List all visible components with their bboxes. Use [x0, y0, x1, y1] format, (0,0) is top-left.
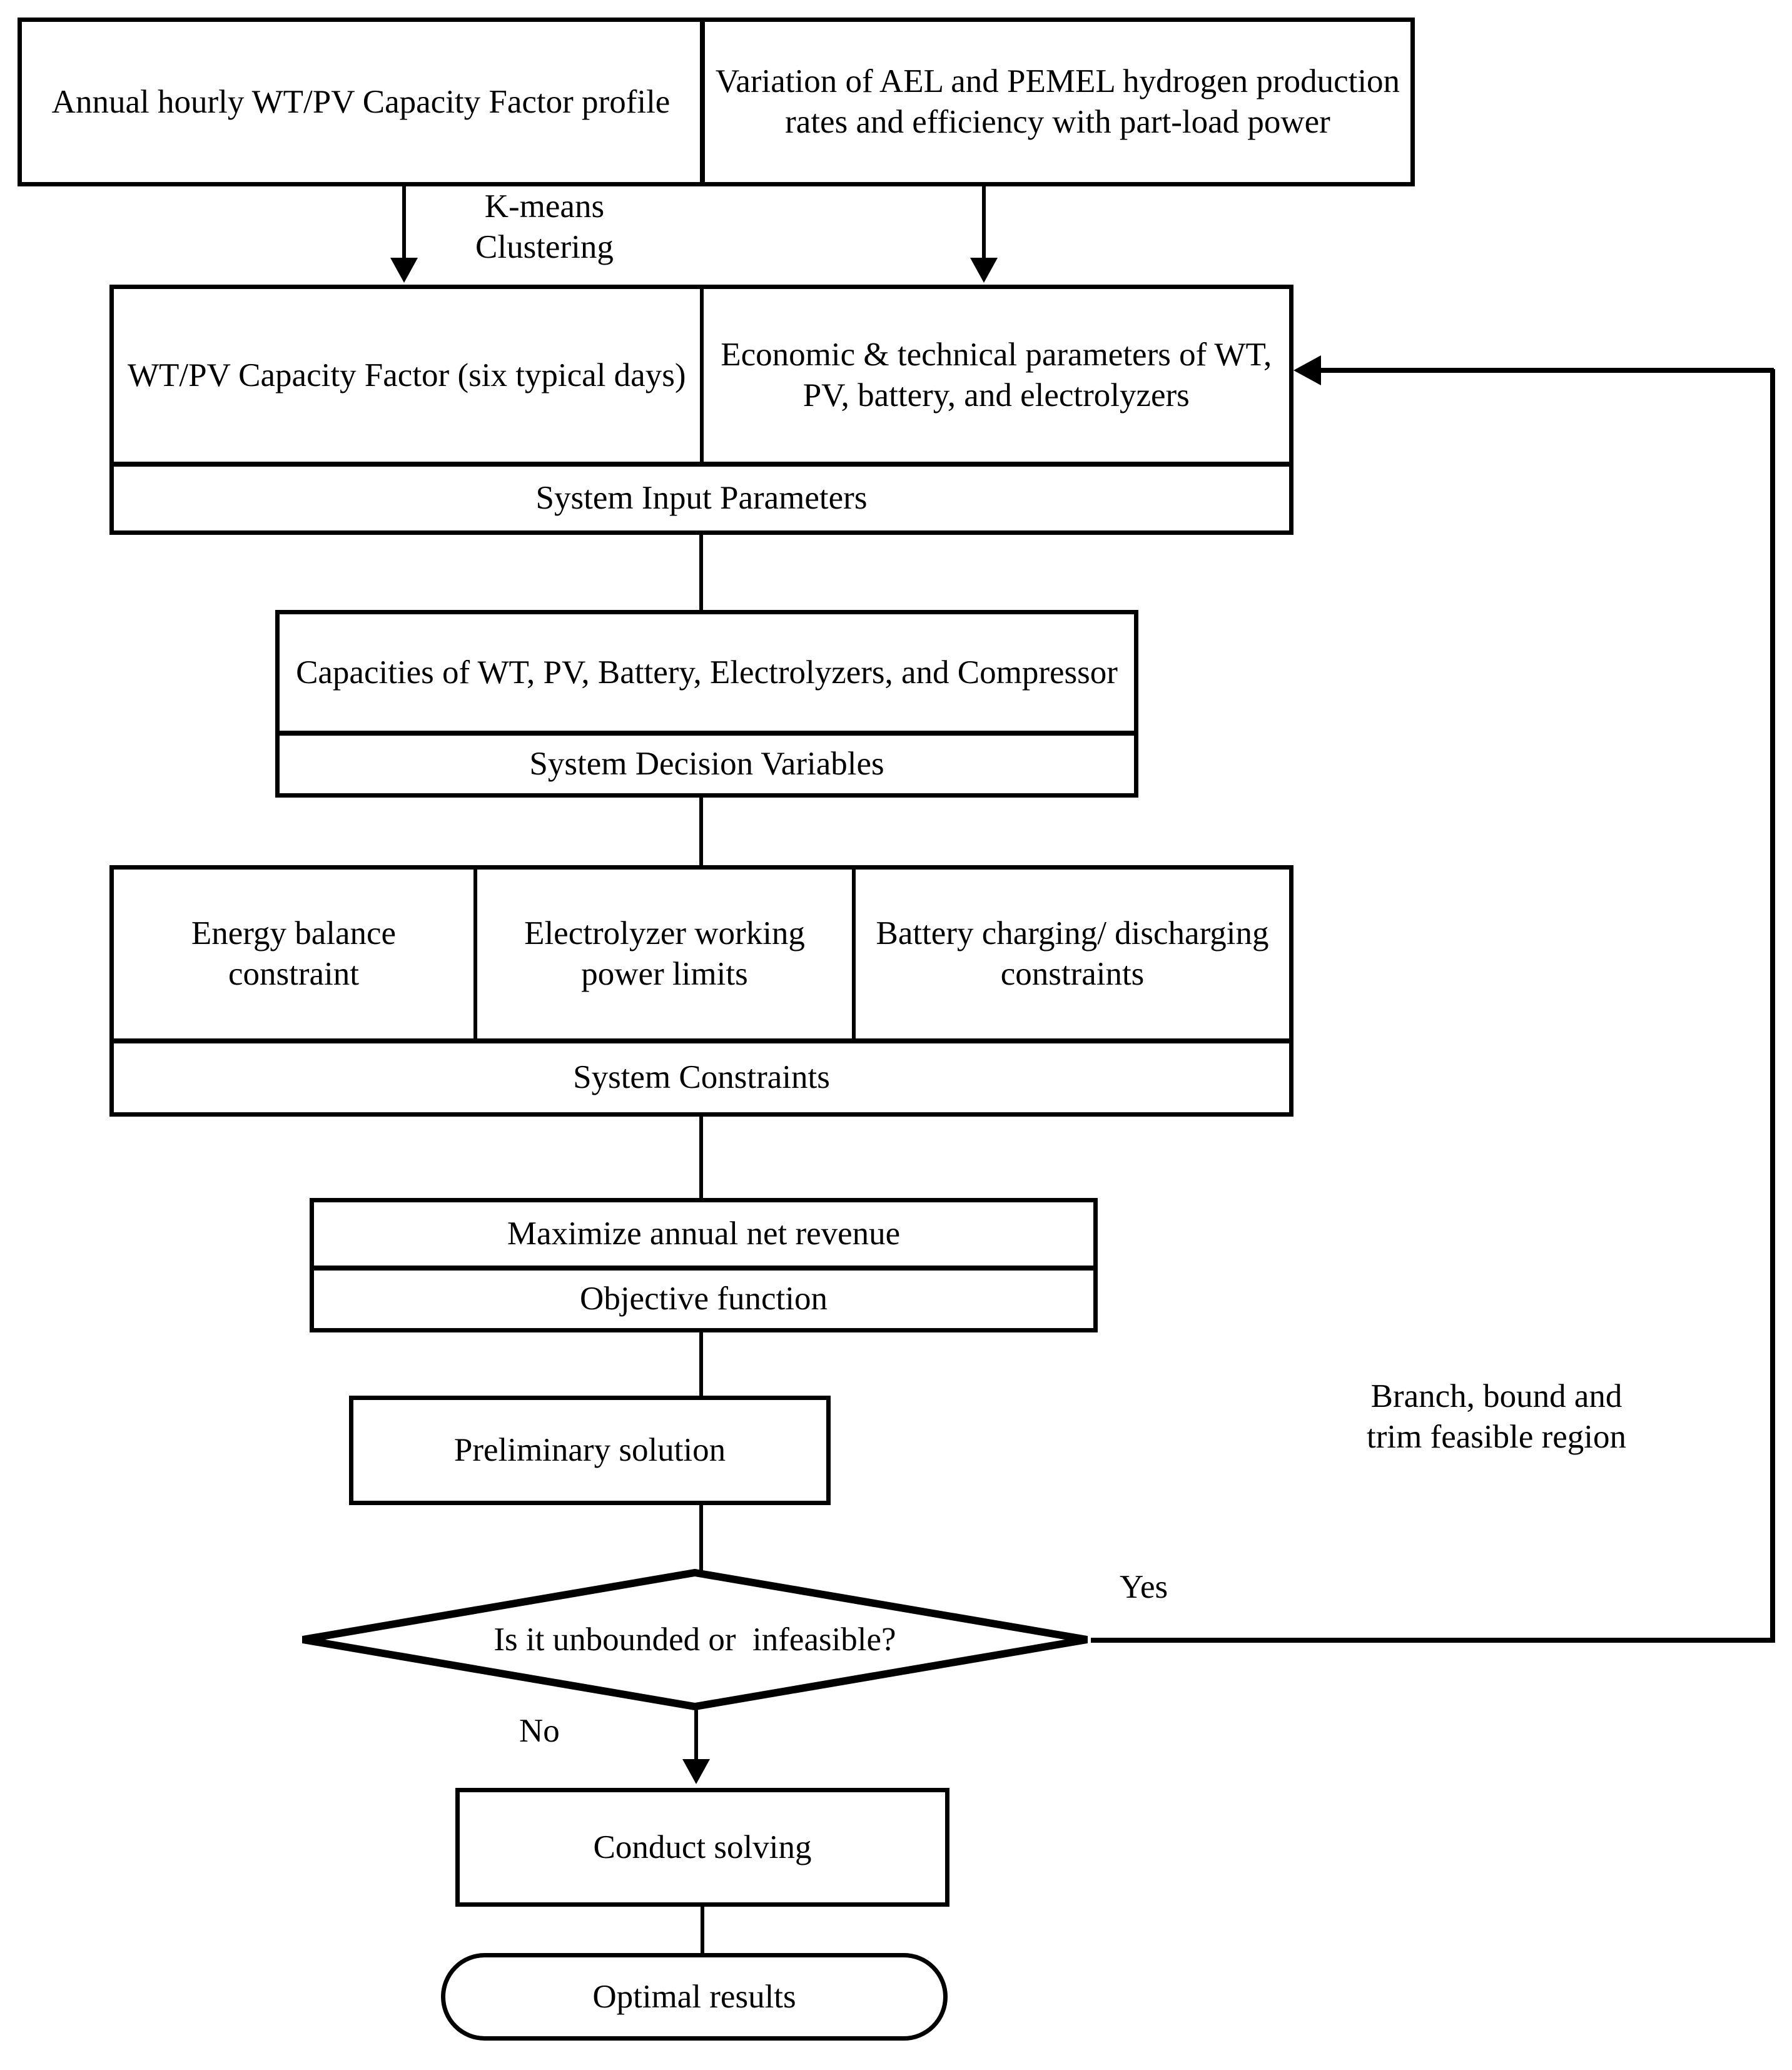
edge-constraints-to-objective	[699, 1117, 703, 1199]
edge-conduct-to-optimal	[701, 1907, 704, 1956]
node-variation-rates[interactable]: Variation of AEL and PEMEL hydrogen prod…	[701, 18, 1415, 186]
cell-economic-technical-parameters[interactable]: Economic & technical parameters of WT, P…	[699, 289, 1290, 462]
edge-objective-to-preliminary	[699, 1332, 703, 1398]
node-variation-rates-label: Variation of AEL and PEMEL hydrogen prod…	[715, 63, 1400, 140]
cell-maximize-annual-net-revenue[interactable]: Maximize annual net revenue	[507, 1215, 901, 1252]
diamond-shape	[301, 1569, 1088, 1710]
node-preliminary-solution-label: Preliminary solution	[453, 1432, 726, 1469]
group-label-system-constraints: System Constraints	[114, 1038, 1289, 1112]
edge-preliminary-to-decision	[699, 1505, 703, 1571]
node-decision-label: Is it unbounded or infeasible?	[494, 1621, 896, 1658]
cell-electrolyzer-power-limits[interactable]: Electrolyzer working power limits	[473, 870, 852, 1038]
edge-feedback-horizontal	[1320, 368, 1774, 373]
cell-energy-balance-constraint[interactable]: Energy balance constraint	[191, 915, 397, 992]
group-label-system-input-parameters: System Input Parameters	[114, 462, 1289, 530]
arrowhead-profile-to-capacity	[390, 258, 418, 283]
group-label-objective-function: Objective function	[314, 1266, 1093, 1328]
edge-profile-to-capacity	[402, 186, 406, 263]
edge-decision-yes	[1091, 1638, 1775, 1643]
node-conduct-solving-label: Conduct solving	[593, 1829, 812, 1865]
arrowhead-decision-no	[682, 1759, 710, 1784]
cell-capacity-factor-typical-days[interactable]: WT/PV Capacity Factor (six typical days)	[128, 357, 686, 393]
label-kmeans-clustering: K-means Clustering	[475, 188, 614, 265]
decision-variables-cells-row: Capacities of WT, PV, Battery, Electroly…	[280, 614, 1134, 731]
edge-decision-variables-to-constraints	[699, 798, 703, 866]
edge-decision-no	[694, 1708, 698, 1764]
edge-inputs-to-decision-variables	[699, 535, 703, 610]
label-no: No	[519, 1713, 560, 1749]
node-conduct-solving[interactable]: Conduct solving	[455, 1788, 949, 1907]
cell-battery-charging-constraints[interactable]: Battery charging/ discharging constraint…	[852, 870, 1289, 1038]
node-decision-unbounded-or-infeasible[interactable]: Is it unbounded or infeasible?	[299, 1569, 1091, 1710]
group-system-constraints[interactable]: Energy balance constraint Electrolyzer w…	[109, 865, 1293, 1117]
label-yes: Yes	[1120, 1569, 1168, 1605]
cell-capacities-of-components[interactable]: Capacities of WT, PV, Battery, Electroly…	[296, 654, 1118, 691]
node-annual-profile[interactable]: Annual hourly WT/PV Capacity Factor prof…	[18, 18, 704, 186]
edge-feedback-vertical	[1770, 369, 1775, 1643]
label-branch-bound-trim: Branch, bound and trim feasible region	[1367, 1378, 1627, 1455]
edge-variation-to-params	[982, 186, 986, 263]
node-preliminary-solution[interactable]: Preliminary solution	[349, 1396, 831, 1505]
group-system-input-parameters[interactable]: WT/PV Capacity Factor (six typical days)…	[109, 285, 1293, 535]
system-input-cells-row: WT/PV Capacity Factor (six typical days)…	[114, 289, 1289, 462]
group-system-decision-variables[interactable]: Capacities of WT, PV, Battery, Electroly…	[275, 610, 1138, 798]
group-objective-function[interactable]: Maximize annual net revenue Objective fu…	[310, 1198, 1098, 1332]
arrowhead-variation-to-params	[970, 258, 998, 283]
objective-cells-row: Maximize annual net revenue	[314, 1202, 1093, 1266]
arrowhead-feedback-into-inputs	[1293, 355, 1321, 385]
node-optimal-results-label: Optimal results	[592, 1978, 796, 2015]
node-annual-profile-label: Annual hourly WT/PV Capacity Factor prof…	[51, 83, 671, 120]
node-optimal-results[interactable]: Optimal results	[441, 1953, 948, 2041]
group-label-system-decision-variables: System Decision Variables	[280, 731, 1134, 793]
constraints-cells-row: Energy balance constraint Electrolyzer w…	[114, 870, 1289, 1038]
